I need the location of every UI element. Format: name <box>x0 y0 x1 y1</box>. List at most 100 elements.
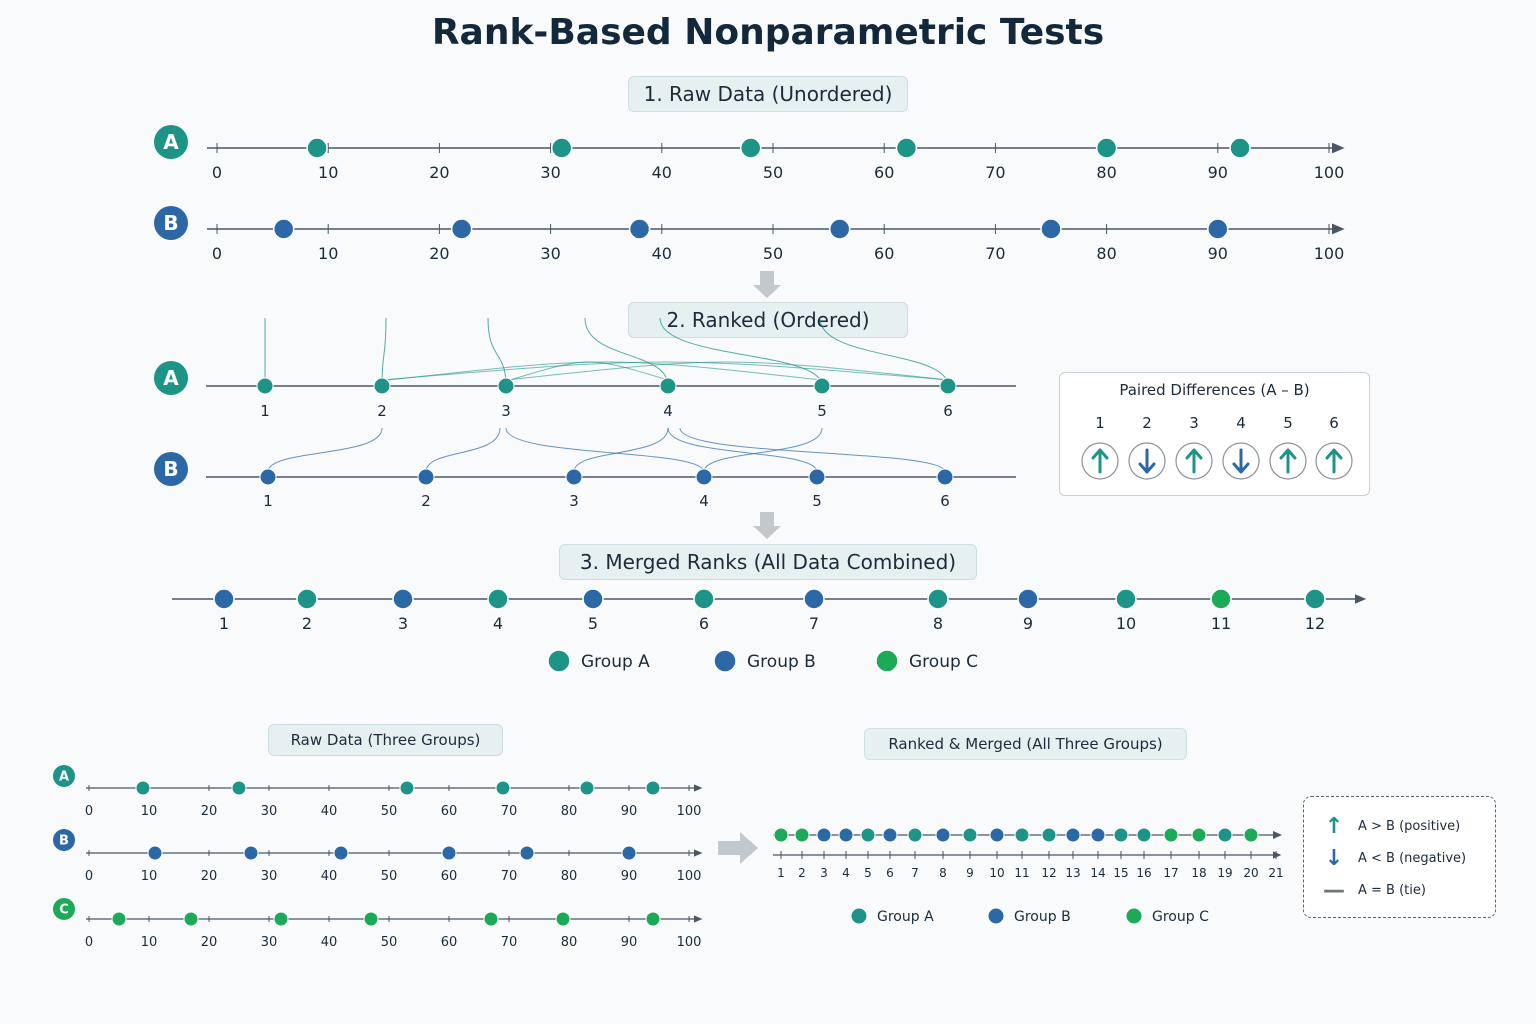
three-merged-tick-label: 4 <box>842 866 850 880</box>
legend-label-b: Group B <box>747 652 816 672</box>
three-merged-tick-label: 21 <box>1268 866 1283 880</box>
legend-negative: ↓ A < B (negative) <box>1304 847 1495 871</box>
raw-a-point <box>740 137 762 159</box>
three-legend-dot-a <box>850 907 868 925</box>
three-merged-point <box>1041 827 1057 843</box>
raw-a-tick-label: 60 <box>874 163 894 182</box>
three-merged-point <box>1090 827 1106 843</box>
raw-a-badge-label: A <box>163 130 179 154</box>
ranked-b-tick-label: 2 <box>421 492 431 510</box>
paired-index-label: 1 <box>1095 414 1105 432</box>
three-a-tick-label: 10 <box>141 804 158 819</box>
three-merged-point <box>773 827 789 843</box>
raw-b-tick-label: 10 <box>318 244 338 263</box>
three-c-tick-label: 10 <box>141 935 158 950</box>
merged-point <box>1115 588 1137 610</box>
rank-connector-b <box>667 427 818 473</box>
merged-point <box>392 588 414 610</box>
three-a-tick-label: 90 <box>621 804 638 819</box>
ranked-b-badge <box>154 452 188 486</box>
raw-a-tick-label: 20 <box>429 163 449 182</box>
three-merged-point <box>1113 827 1129 843</box>
raw-b-point <box>272 218 295 240</box>
three-merged-point <box>838 827 854 843</box>
raw-a-tick-label: 100 <box>1314 163 1345 182</box>
three-c-point <box>645 911 661 927</box>
rank-cross-a <box>505 361 949 381</box>
three-b-tick-label: 10 <box>141 869 158 884</box>
ranked-b-point <box>417 468 435 486</box>
up-arrow-icon <box>1185 448 1203 474</box>
three-a-tick-label: 0 <box>85 804 93 819</box>
ranked-a-badge <box>154 361 188 395</box>
three-merged-tick-label: 10 <box>989 866 1004 880</box>
merged-tick-label: 12 <box>1305 614 1325 633</box>
raw-a-point <box>550 137 573 159</box>
three-c-badge-label: C <box>59 903 69 918</box>
three-b-tick-label: 60 <box>441 869 458 884</box>
flow-arrow-3 <box>718 832 758 864</box>
paired-index-label: 3 <box>1189 414 1199 432</box>
raw-b-tick-label: 40 <box>652 244 672 263</box>
three-c-tick-label: 70 <box>501 935 518 950</box>
ranked-b-point <box>259 468 277 486</box>
paired-index-label: 4 <box>1236 414 1246 432</box>
three-b-tick-label: 80 <box>561 869 578 884</box>
rank-connector-b <box>425 427 501 473</box>
ranked-b-tick-label: 1 <box>263 492 273 510</box>
three-b-tick-label: 20 <box>201 869 218 884</box>
raw-b-badge <box>154 206 188 240</box>
raw-a-point <box>306 137 328 159</box>
merged-tick-label: 7 <box>809 614 819 633</box>
three-merged-tick-label: 9 <box>966 866 974 880</box>
three-legend-label-a: Group A <box>877 909 934 925</box>
ranked-a-tick-label: 6 <box>943 402 953 420</box>
raw-a-tick-label: 30 <box>540 163 560 182</box>
raw-b-point <box>828 218 851 240</box>
ranked-a-point <box>813 377 831 395</box>
raw-a-tick-label: 90 <box>1208 163 1228 182</box>
three-merged-tick-label: 15 <box>1113 866 1128 880</box>
down-arrow-icon <box>1232 448 1250 474</box>
three-merged-tick-label: 14 <box>1090 866 1105 880</box>
three-merged-point <box>935 827 951 843</box>
three-b-tick-label: 70 <box>501 869 518 884</box>
up-arrow-icon <box>1091 448 1109 474</box>
three-merged-tick-label: 6 <box>886 866 894 880</box>
paired-differences-title: Paired Differences (A – B) <box>1119 381 1310 399</box>
ranked-a-tick-label: 4 <box>663 402 673 420</box>
merged-axis-arrowhead <box>1355 594 1367 604</box>
flow-arrow-2 <box>753 512 781 539</box>
raw-b-point <box>1207 218 1229 240</box>
merged-tick-label: 10 <box>1116 614 1136 633</box>
three-legend-label-b: Group B <box>1014 909 1071 925</box>
legend-label-c: Group C <box>909 652 978 672</box>
three-c-tick-label: 100 <box>677 935 702 950</box>
three-merged-tick-label: 16 <box>1136 866 1151 880</box>
three-c-tick-label: 80 <box>561 935 578 950</box>
legend-tie: — A = B (tie) <box>1304 879 1495 903</box>
three-b-axis-arrowhead <box>694 849 703 857</box>
merged-tick-label: 9 <box>1023 614 1033 633</box>
three-merged-point <box>1191 827 1207 843</box>
three-a-point <box>135 780 151 796</box>
merged-point <box>582 588 604 610</box>
three-merged-point <box>1217 827 1233 843</box>
raw-b-tick-label: 90 <box>1208 244 1228 263</box>
paired-index-label: 2 <box>1142 414 1152 432</box>
raw-b-tick-label: 60 <box>874 244 894 263</box>
raw-a-tick-label: 50 <box>763 163 783 182</box>
rank-cross-a <box>509 361 669 381</box>
three-a-tick-label: 80 <box>561 804 578 819</box>
sign-legend-panel: ↑ A > B (positive) ↓ A < B (negative) — … <box>1303 796 1496 918</box>
three-b-point <box>519 845 535 861</box>
three-merged-point <box>816 827 832 843</box>
merged-point <box>213 588 235 610</box>
merged-point <box>693 588 715 610</box>
ranked-b-badge-label: B <box>163 457 178 481</box>
three-merged-tick-label: 13 <box>1065 866 1080 880</box>
merged-point <box>1304 588 1326 610</box>
three-merged-point <box>1136 827 1152 843</box>
down-arrow-icon <box>1138 448 1156 474</box>
up-arrow-icon <box>1279 448 1297 474</box>
